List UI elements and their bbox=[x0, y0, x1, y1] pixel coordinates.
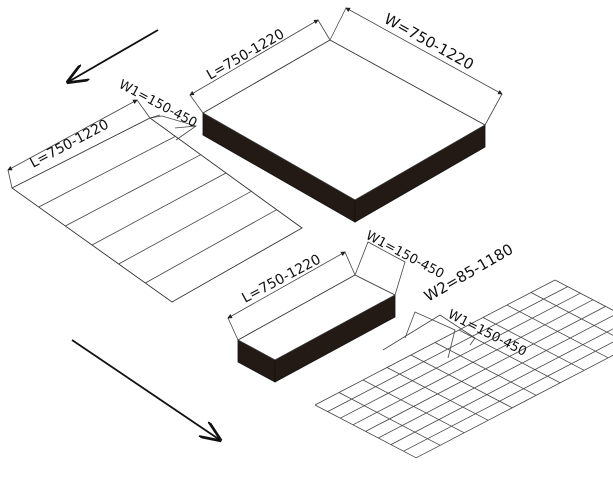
tile-line bbox=[458, 329, 561, 384]
tile-line bbox=[338, 392, 441, 446]
arrow-right-down-icon bbox=[71, 339, 220, 440]
plank-divider bbox=[145, 209, 277, 284]
tile-line bbox=[554, 279, 613, 311]
plank-divider bbox=[65, 154, 201, 227]
bar-length-label: L=750-1220 bbox=[239, 252, 323, 307]
plank-divider bbox=[91, 172, 227, 246]
tile-line bbox=[482, 317, 585, 371]
plank-divider bbox=[118, 190, 252, 265]
tile-line bbox=[434, 342, 537, 396]
tiles bbox=[314, 279, 613, 459]
tile-line bbox=[314, 404, 417, 459]
tile-line bbox=[530, 292, 613, 336]
tile-line bbox=[410, 354, 513, 409]
slab-width-label: W=750-1220 bbox=[381, 10, 477, 74]
bar bbox=[227, 241, 406, 383]
slab bbox=[189, 7, 503, 223]
tile-line bbox=[386, 367, 489, 421]
tile-line bbox=[506, 304, 609, 359]
plank-divider bbox=[38, 135, 176, 208]
bar-width-label: W1=150-450 bbox=[363, 228, 446, 282]
arrow-left-down-icon bbox=[68, 29, 159, 82]
tile-line bbox=[362, 379, 465, 434]
